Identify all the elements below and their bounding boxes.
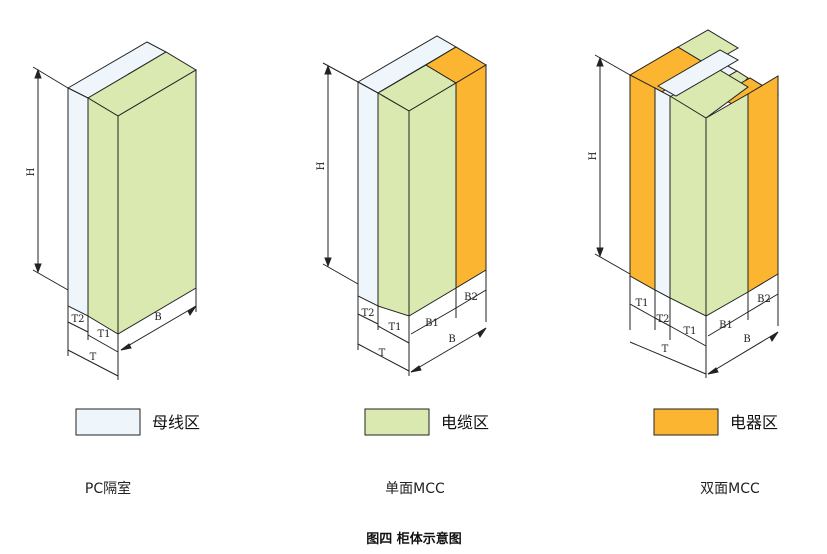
dmcc-label-b2: B2 [757,294,771,305]
dmcc-label-t2: T2 [656,314,669,325]
legend-swatch-busbar [75,408,141,436]
legend-swatch-cable [364,408,430,436]
legend-label-busbar: 母线区 [152,413,200,432]
dmcc-side-device [747,75,779,293]
dmcc-front-busbar [654,87,671,299]
caption-single-mcc: 单面MCC [385,481,445,497]
legend-label-cable: 电缆区 [441,413,489,432]
caption-double-mcc: 双面MCC [700,481,760,497]
dmcc-front-cable [669,95,707,317]
dmcc-front-device [629,74,656,291]
smcc-label-t: T [379,348,386,359]
pc-front-busbar [67,87,89,317]
legend: 母线区 电缆区 电器区 [75,408,778,436]
pc-label-t1: T1 [97,329,110,340]
caption-pc: PC隔室 [85,480,131,497]
smcc-label-t1: T1 [388,322,401,333]
legend-label-device: 电器区 [730,413,778,432]
diagram-single-mcc [322,35,487,376]
dmcc-top-busbar-strip [656,49,740,97]
pc-label-h: H [26,167,37,176]
smcc-label-b2: B2 [464,292,478,303]
dmcc-label-t: T [662,344,669,355]
smcc-front-busbar [357,81,379,307]
pc-label-t: T [90,352,97,363]
smcc-label-h: H [316,161,327,170]
legend-swatch-device [653,408,719,436]
smcc-front-cable [377,92,410,317]
smcc-label-b1: B1 [425,318,439,329]
dmcc-label-h: H [588,151,599,160]
dmcc-label-b: B [743,334,750,345]
figure-title: 图四 柜体示意图 [366,531,462,547]
pc-label-b: B [154,312,161,323]
smcc-label-b: B [448,334,455,345]
smcc-side-device [455,64,487,289]
smcc-side-cable [408,82,457,317]
diagram-pc-compartment [32,41,197,380]
dmcc-side-cable [705,93,749,317]
pc-label-t2: T2 [71,314,84,325]
dmcc-label-b1: B1 [719,320,733,331]
dmcc-label-t1a: T1 [635,298,648,309]
dmcc-label-t1b: T1 [683,326,696,337]
diagram-double-mcc [594,29,779,378]
smcc-label-t2: T2 [361,308,374,319]
pc-front-cable [87,97,119,335]
pc-side-cable [117,69,197,335]
